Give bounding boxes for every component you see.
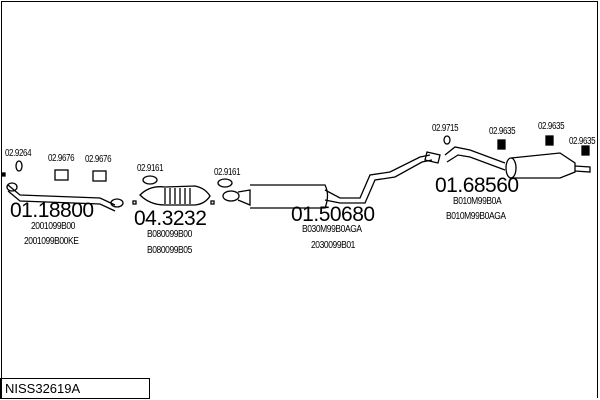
part-number: 04.3232 (134, 207, 207, 230)
accessory-code: 02.9715 (432, 123, 459, 134)
hanger-icon (92, 170, 107, 182)
accessory-code: 02.9264 (5, 148, 32, 159)
oe-code: B080099B05 (147, 245, 192, 256)
bolt-icon (132, 200, 137, 205)
hanger-icon (54, 169, 69, 181)
accessory-code: 02.9635 (569, 136, 596, 147)
bolt-icon (210, 200, 215, 205)
gasket-icon (217, 178, 233, 188)
front-pipe-drawing (6, 182, 124, 212)
part-number: 01.18800 (10, 199, 94, 222)
hanger-icons (15, 135, 590, 188)
accessory-code: 02.9161 (214, 167, 241, 178)
ring-icon (1, 172, 6, 177)
oe-code: 2030099B01 (311, 240, 355, 251)
rear-silencer-drawing (444, 146, 591, 179)
oe-code: B030M99B0AGA (302, 224, 362, 235)
oe-code: B010M99B0A (453, 196, 502, 207)
oe-code: B010M99B0AGA (446, 211, 506, 222)
accessory-code: 02.9676 (48, 153, 75, 164)
accessory-code: 02.9635 (489, 126, 516, 137)
catalyst-drawing (139, 185, 211, 206)
part-number: 01.50680 (291, 203, 375, 226)
part-number: 01.68560 (435, 174, 519, 197)
accessory-code: 02.9676 (85, 154, 112, 165)
oe-code: B080099B00 (147, 229, 192, 240)
oe-code: 2001099B00KE (24, 236, 79, 247)
middle-silencer-drawing (222, 151, 441, 209)
oe-code: 2001099B00 (31, 221, 75, 232)
reference-number: NISS32619A (0, 378, 150, 399)
accessory-code: 02.9161 (137, 163, 164, 174)
accessory-code: 02.9635 (538, 121, 565, 132)
gasket-icon (142, 175, 158, 185)
